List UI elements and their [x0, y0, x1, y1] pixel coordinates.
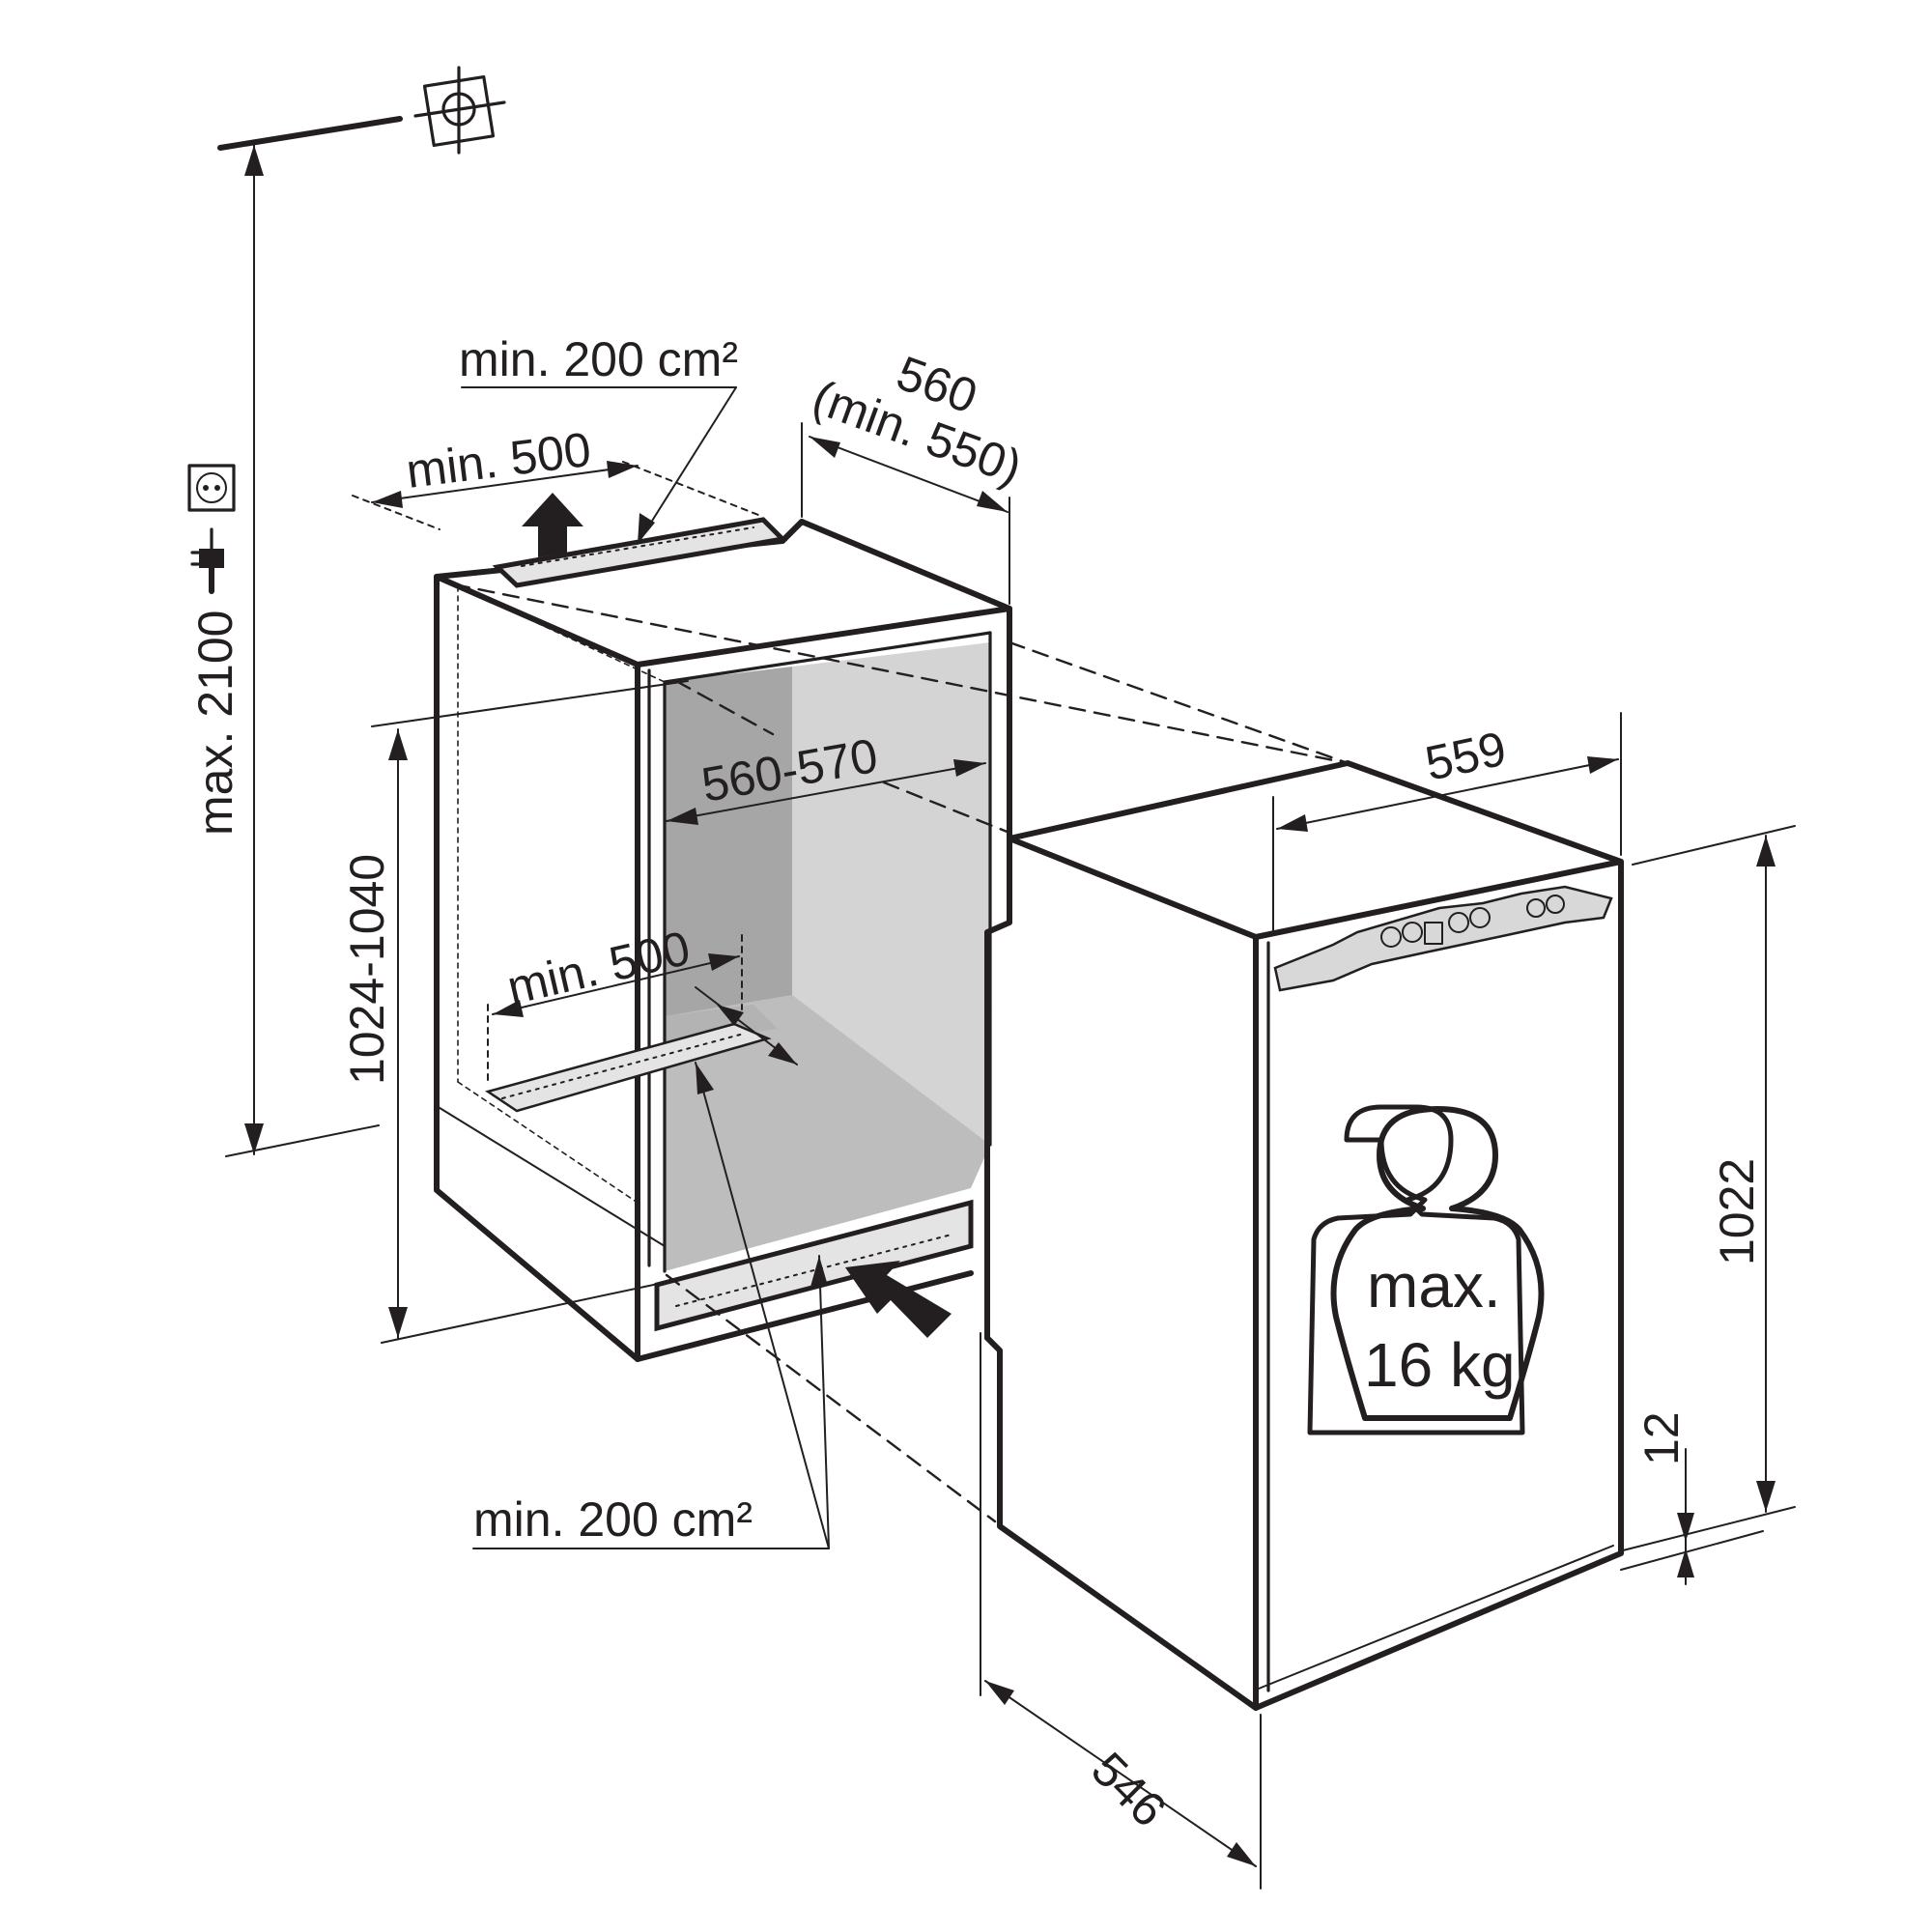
water-connection-icon	[217, 66, 506, 155]
plug-icon	[190, 527, 224, 594]
bottom-vent-callout: min. 200 cm²	[472, 1062, 952, 1549]
airflow-arrow-icon	[845, 1261, 952, 1338]
niche-cabinet	[434, 517, 1012, 1362]
appliance-width-label: 559	[1421, 722, 1511, 791]
appliance-height-label: 1022	[1710, 1158, 1764, 1265]
weight-icon: max. 16 kg	[1307, 1104, 1545, 1435]
airflow-arrow-icon	[522, 493, 583, 557]
max-load-line2: 16 kg	[1364, 1330, 1516, 1400]
max-load-line1: max.	[1367, 1251, 1501, 1321]
socket-icon	[187, 464, 236, 512]
plinth-offset-dimension: 12	[1620, 1411, 1764, 1585]
max-height-dimension: max. 2100	[188, 144, 380, 1157]
niche-height-label: 1024-1040	[340, 854, 394, 1085]
top-clearance-label: min. 500	[404, 422, 594, 498]
niche-depth-dimension: 560 (min. 550)	[801, 346, 1029, 605]
appliance	[984, 760, 1624, 1711]
max-height-label: max. 2100	[188, 611, 242, 836]
projection-lines	[452, 582, 1350, 1523]
niche-height-dimension: 1024-1040	[340, 680, 689, 1344]
bottom-vent-area-label: min. 200 cm²	[473, 1492, 753, 1547]
appliance-height-dimension: 1022	[1622, 825, 1796, 1551]
plinth-offset-label: 12	[1634, 1411, 1689, 1465]
top-vent-area-label: min. 200 cm²	[459, 332, 738, 386]
top-vent-callout: min. 200 cm²	[459, 332, 738, 545]
